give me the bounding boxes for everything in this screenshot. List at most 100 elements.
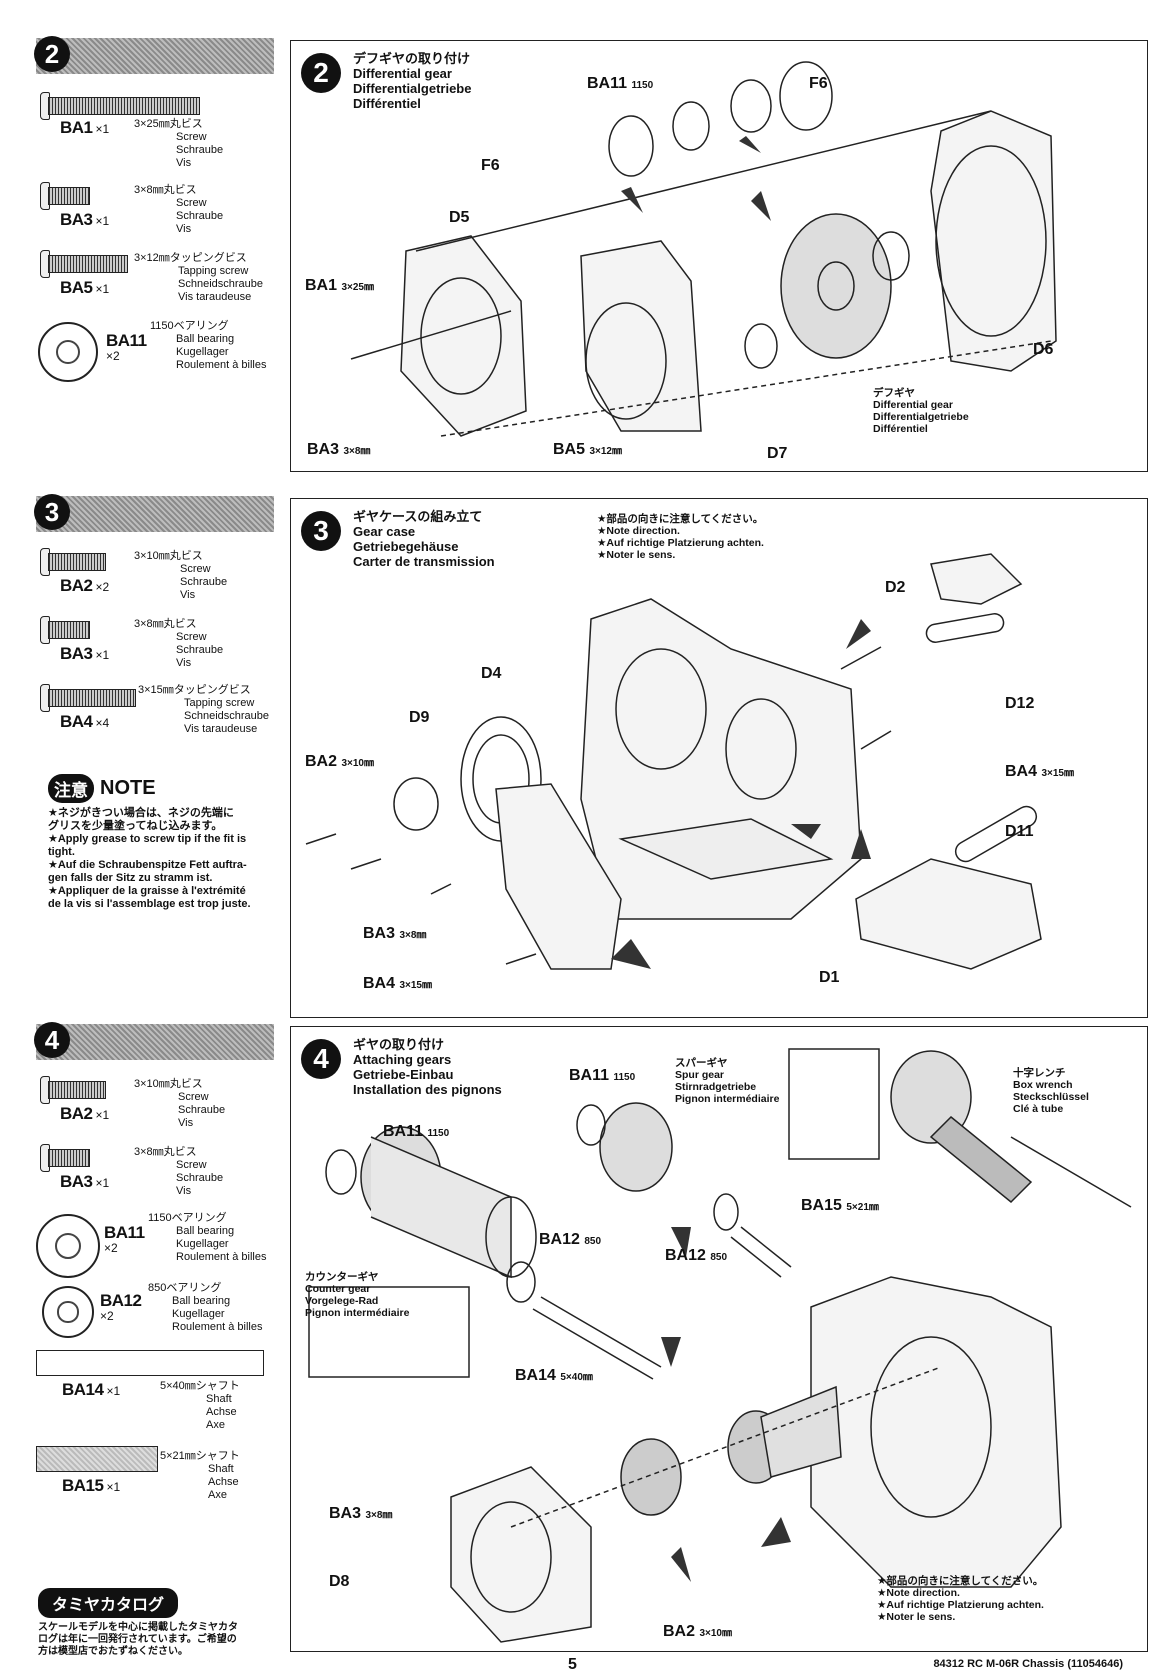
part-desc-de: Kugellager bbox=[172, 1308, 225, 1320]
part-ba1: BA1×1 3×25㎜丸ビス Screw Schraube Vis bbox=[34, 92, 294, 172]
part-desc-en: Tapping screw bbox=[184, 697, 255, 709]
label-ja: 十字レンチ bbox=[1013, 1067, 1066, 1079]
part-desc-de: Schraube bbox=[180, 576, 228, 588]
part-code: BA3 bbox=[60, 210, 93, 229]
part-desc-fr: Vis bbox=[176, 223, 192, 235]
part-desc-fr: Vis bbox=[176, 157, 192, 169]
part-desc-fr: Axe bbox=[208, 1489, 227, 1501]
part-desc-en: Screw bbox=[176, 631, 207, 643]
part-code: BA1 bbox=[60, 118, 93, 137]
label-size: 1150 bbox=[613, 1072, 636, 1083]
step2-number: 2 bbox=[34, 36, 70, 72]
step4-title: ギヤの取り付け Attaching gears Getriebe-Einbau … bbox=[353, 1037, 502, 1097]
screw-body-icon bbox=[48, 1149, 90, 1167]
title-ja: ギヤケースの組み立て bbox=[353, 509, 483, 524]
part-desc-fr: Axe bbox=[206, 1419, 225, 1431]
label-d7: D7 bbox=[767, 445, 788, 462]
differential-assembly-drawing bbox=[350, 61, 1057, 437]
label-code: BA11 bbox=[383, 1123, 424, 1140]
part-ba15: BA15×1 5×21㎜シャフト Shaft Achse Axe bbox=[34, 1446, 294, 1516]
label-code: BA5 bbox=[553, 441, 586, 458]
part-desc-de: Schraube bbox=[178, 1104, 226, 1116]
step2-header-bar: 2 bbox=[34, 36, 274, 74]
label-code: BA1 bbox=[305, 277, 338, 294]
label-d2: D2 bbox=[885, 579, 906, 596]
label-d8: D8 bbox=[329, 1573, 350, 1590]
direction-note: ★部品の向きに注意してください。 ★Note direction. ★Auf r… bbox=[877, 1575, 1044, 1623]
page-number: 5 bbox=[568, 1656, 577, 1673]
part-spec: 3×8㎜丸ビス bbox=[134, 618, 197, 630]
label-ba4-bottom: BA4 3×15㎜ bbox=[363, 975, 432, 993]
part-desc: 5×21㎜シャフト Shaft Achse Axe bbox=[160, 1450, 240, 1502]
label-size: 3×12㎜ bbox=[589, 446, 622, 457]
part-ba3-step4: BA3×1 3×8㎜丸ビス Screw Schraube Vis bbox=[34, 1144, 294, 1204]
label-d9: D9 bbox=[409, 709, 430, 726]
note-en: ★Note direction. bbox=[597, 525, 680, 537]
label-code: BA12 bbox=[539, 1231, 580, 1248]
label-ba15: BA15 5×21㎜ bbox=[801, 1197, 879, 1215]
label-ja: デフギヤ bbox=[873, 387, 915, 399]
title-de: Differentialgetriebe bbox=[353, 81, 472, 96]
gear-case-assembly-drawing bbox=[305, 553, 1042, 970]
step4-diagram-panel: 4 ギヤの取り付け Attaching gears Getriebe-Einba… bbox=[290, 1026, 1148, 1652]
title-de: Getriebe-Einbau bbox=[353, 1067, 454, 1082]
label-code: BA2 bbox=[663, 1623, 696, 1640]
part-code: BA2 bbox=[60, 1104, 93, 1123]
label-de: Differentialgetriebe bbox=[873, 411, 969, 423]
step3-header-bar: 3 bbox=[34, 494, 274, 532]
part-desc-en: Tapping screw bbox=[178, 265, 249, 277]
label-size: 3×10㎜ bbox=[699, 1628, 732, 1639]
part-code: BA4 bbox=[60, 712, 93, 731]
part-desc-de: Schneidschraube bbox=[184, 710, 270, 722]
label-d4: D4 bbox=[481, 665, 502, 682]
part-ba14: BA14×1 5×40㎜シャフト Shaft Achse Axe bbox=[34, 1350, 294, 1432]
part-desc-fr: Roulement à billes bbox=[176, 359, 267, 371]
part-ba3: BA3×1 3×8㎜丸ビス Screw Schraube Vis bbox=[34, 182, 294, 242]
label-code: BA11 bbox=[569, 1067, 610, 1084]
part-spec: 3×15㎜タッピングビス bbox=[138, 684, 251, 696]
label-code: BA12 bbox=[665, 1247, 706, 1264]
part-desc: 3×25㎜丸ビス Screw Schraube Vis bbox=[134, 118, 223, 170]
label-fr: Différentiel bbox=[873, 423, 928, 435]
part-qty: ×4 bbox=[95, 716, 110, 730]
part-desc-de: Achse bbox=[208, 1476, 239, 1488]
step4-panel-number: 4 bbox=[301, 1039, 341, 1079]
part-desc-en: Ball bearing bbox=[176, 1225, 235, 1237]
part-desc: 5×40㎜シャフト Shaft Achse Axe bbox=[160, 1380, 240, 1432]
part-desc-fr: Roulement à billes bbox=[176, 1251, 267, 1263]
part-desc-fr: Vis bbox=[176, 657, 192, 669]
note-de: ★Auf richtige Platzierung achten. bbox=[877, 1599, 1044, 1611]
part-spec: 1150ベアリング bbox=[150, 320, 229, 332]
part-desc-en: Screw bbox=[176, 197, 207, 209]
label-code: BA3 bbox=[363, 925, 396, 942]
label-ja: スパーギヤ bbox=[675, 1057, 728, 1069]
title-fr: Installation des pignons bbox=[353, 1082, 502, 1097]
part-desc-en: Screw bbox=[176, 1159, 207, 1171]
direction-note: ★部品の向きに注意してください。 ★Note direction. ★Auf r… bbox=[597, 513, 764, 561]
part-code: BA2 bbox=[60, 576, 93, 595]
part-code: BA15 bbox=[62, 1476, 104, 1495]
part-ba2-step4: BA2×1 3×10㎜丸ビス Screw Schraube Vis bbox=[34, 1076, 294, 1136]
part-desc-de: Achse bbox=[206, 1406, 237, 1418]
label-size: 1150 bbox=[631, 80, 654, 91]
label-size: 3×8㎜ bbox=[343, 446, 371, 457]
part-ba4: BA4×4 3×15㎜タッピングビス Tapping screw Schneid… bbox=[34, 684, 294, 744]
label-code: BA14 bbox=[515, 1367, 556, 1384]
part-desc-en: Screw bbox=[180, 563, 211, 575]
label-size: 5×21㎜ bbox=[846, 1202, 879, 1213]
part-ba11: BA11 ×2 1150ベアリング Ball bearing Kugellage… bbox=[34, 318, 294, 384]
step4-header-bar: 4 bbox=[34, 1022, 274, 1060]
label-en: Spur gear bbox=[675, 1069, 725, 1081]
part-qty: ×1 bbox=[106, 1384, 121, 1398]
note-text: ★ネジがきつい場合は、ネジの先端に グリスを少量塗ってねじ込みます。 ★Appl… bbox=[48, 807, 288, 911]
label-ba3: BA3 3×8㎜ bbox=[307, 441, 370, 459]
part-desc: 3×8㎜丸ビス Screw Schraube Vis bbox=[134, 1146, 223, 1198]
label-ba12-left: BA12 850 bbox=[539, 1231, 601, 1249]
catalog-text: スケールモデルを中心に掲載したタミヤカタ ログは年に一回発行されています。ご希望… bbox=[38, 1622, 278, 1658]
note-line: ★ネジがきつい場合は、ネジの先端に bbox=[48, 807, 234, 819]
part-desc-en: Ball bearing bbox=[176, 333, 235, 345]
label-f6-left: F6 bbox=[481, 157, 500, 174]
screw-body-icon bbox=[48, 1081, 106, 1099]
label-code: BA3 bbox=[329, 1505, 362, 1522]
part-spec: 1150ベアリング bbox=[148, 1212, 227, 1224]
